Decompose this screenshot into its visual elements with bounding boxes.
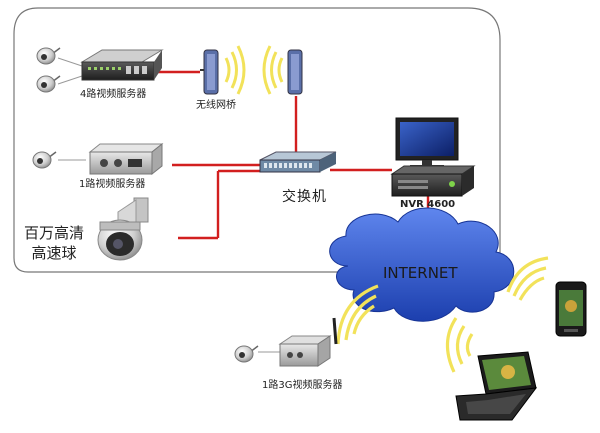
video-server-4ch-icon [80, 49, 164, 81]
3g-video-server-icon [278, 317, 338, 367]
label-ptz-camera: 百万高清 高速球 [24, 223, 84, 263]
nvr-server-icon [390, 117, 476, 197]
label-1ch-video-server: 1路视频服务器 [79, 179, 146, 190]
laptop-icon [455, 351, 538, 421]
camera-icon [36, 47, 61, 65]
label-internet: INTERNET [383, 264, 458, 282]
wireless-bridge-icon [287, 49, 303, 95]
ptz-dome-camera-icon [97, 197, 149, 261]
wifi-signal-icon [336, 284, 379, 345]
label-ptz-line1: 百万高清 [24, 224, 85, 242]
wifi-signal-icon [262, 45, 284, 95]
smartphone-icon [555, 281, 587, 337]
label-wireless-bridge: 无线网桥 [196, 100, 236, 111]
wireless-bridge-icon [200, 49, 219, 95]
label-4ch-video-server: 4路视频服务器 [80, 89, 147, 100]
label-3g-video-server: 1路3G视频服务器 [262, 380, 343, 391]
lan-frame [13, 7, 501, 273]
label-nvr: NVR 4600 [400, 199, 456, 210]
label-switch: 交换机 [282, 189, 327, 205]
internet-cloud-icon [329, 207, 515, 322]
network-switch-icon [259, 151, 337, 173]
wifi-signal-icon [506, 256, 549, 301]
label-ptz-line2: 高速球 [31, 244, 77, 262]
wifi-signal-icon [224, 45, 246, 95]
wifi-signal-icon [445, 317, 474, 373]
camera-icon [36, 75, 61, 93]
camera-icon [32, 151, 57, 169]
camera-icon [234, 345, 259, 363]
video-server-1ch-icon [88, 142, 164, 176]
